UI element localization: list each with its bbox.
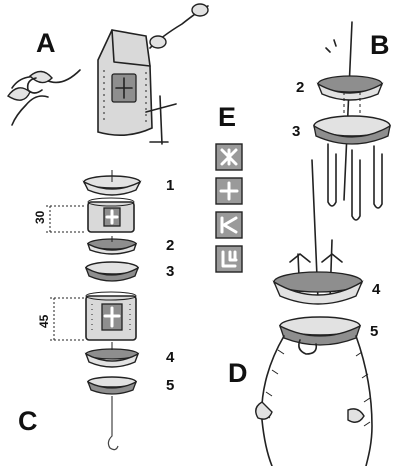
can-small-rim bbox=[87, 197, 135, 207]
cross-piece bbox=[145, 95, 177, 145]
hanger-rod-1 bbox=[327, 143, 337, 207]
spark-marks bbox=[325, 39, 337, 53]
label-b: B bbox=[370, 30, 390, 60]
ring-3-body bbox=[313, 124, 391, 145]
part-b-2: 2 bbox=[296, 79, 304, 96]
label-d: D bbox=[228, 358, 248, 388]
panel-b: B 2 3 bbox=[292, 21, 391, 221]
chain-right-d bbox=[355, 335, 373, 466]
cap-left-1 bbox=[6, 87, 31, 101]
cap-5-body bbox=[86, 380, 138, 395]
part-b-3: 3 bbox=[292, 123, 300, 140]
center-rod-b bbox=[343, 21, 353, 201]
panel-a: A bbox=[6, 3, 209, 145]
dim-line-45 bbox=[50, 297, 84, 341]
label-c: C bbox=[18, 406, 38, 436]
cap-right-2 bbox=[191, 3, 209, 17]
part-d-5: 5 bbox=[370, 323, 378, 340]
hanging-wire-c bbox=[107, 396, 119, 451]
cross-icon-a bbox=[115, 77, 133, 99]
panel-d: D 4 5 bbox=[228, 159, 381, 466]
dim-30: 30 bbox=[33, 210, 47, 224]
cap-left-2 bbox=[28, 70, 53, 84]
ring-4-body bbox=[272, 280, 364, 305]
can-large-rim bbox=[85, 291, 137, 301]
panel-e: E bbox=[215, 102, 243, 273]
cap-1-body bbox=[82, 180, 142, 196]
chain-left-d bbox=[260, 335, 285, 466]
cap-chain-left-low bbox=[11, 95, 49, 126]
wire-hook-a bbox=[26, 77, 43, 94]
part-c-1: 1 bbox=[166, 177, 174, 194]
can-fold-a bbox=[111, 29, 151, 67]
part-c-5: 5 bbox=[166, 377, 174, 394]
panel-c: C 1 30 2 3 45 4 5 bbox=[18, 170, 175, 451]
label-e: E bbox=[218, 102, 236, 132]
label-a: A bbox=[36, 28, 56, 58]
center-hook-d bbox=[298, 339, 318, 355]
part-c-3: 3 bbox=[166, 263, 174, 280]
rune-icon bbox=[221, 250, 238, 268]
cap-2-body bbox=[86, 242, 138, 255]
cross-icon-small bbox=[105, 209, 119, 225]
guide-arrows-b bbox=[343, 92, 361, 116]
dim-line-30 bbox=[46, 205, 86, 233]
rivet-dots-c bbox=[91, 304, 131, 334]
part-c-4: 4 bbox=[166, 349, 175, 366]
hanger-rod-3 bbox=[373, 145, 383, 209]
tile-3 bbox=[215, 211, 243, 239]
rivet-dots-a bbox=[103, 70, 147, 124]
dim-45: 45 bbox=[37, 314, 51, 328]
cap-4-body bbox=[84, 352, 140, 368]
part-d-4: 4 bbox=[372, 281, 381, 298]
pinwheel-icon bbox=[220, 148, 238, 166]
part-c-2: 2 bbox=[166, 237, 174, 254]
cap-clip-left-d bbox=[255, 401, 273, 420]
cap-right-1 bbox=[149, 35, 167, 49]
cap-3-body bbox=[84, 266, 140, 282]
k-arrow-icon bbox=[220, 216, 238, 234]
ring-2-body bbox=[316, 82, 384, 101]
hanger-rod-2 bbox=[351, 149, 361, 221]
cross-icon-large bbox=[103, 306, 121, 328]
cap-clip-right-d bbox=[347, 408, 365, 423]
cross-icon bbox=[219, 181, 239, 201]
wing-nuts bbox=[289, 253, 343, 263]
